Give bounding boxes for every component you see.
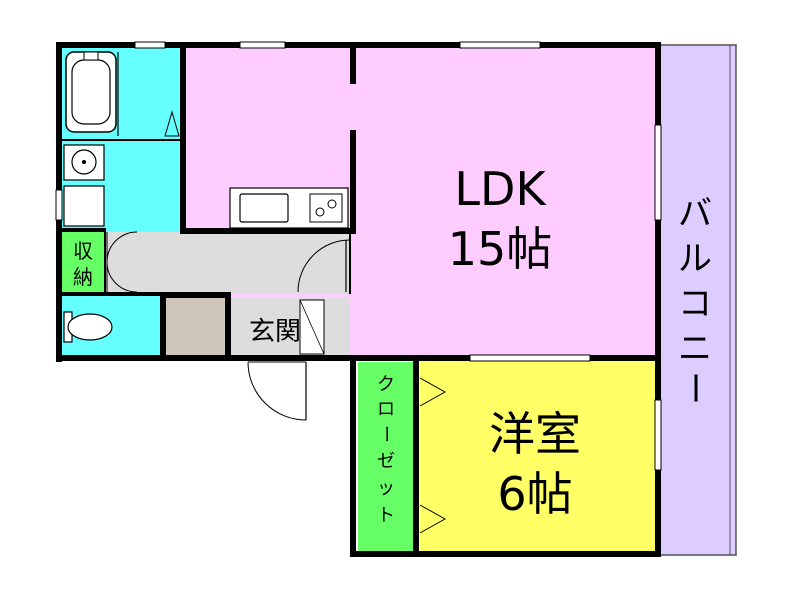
- entrance-area: [228, 298, 350, 356]
- svg-text:バ: バ: [678, 194, 712, 234]
- storage-area: [60, 232, 105, 294]
- hallway-area: [105, 232, 350, 294]
- western-room-name-label: 洋室: [489, 407, 581, 461]
- ldk-name-label: LDK: [454, 162, 547, 216]
- svg-text:コ: コ: [678, 284, 712, 324]
- closet-label: ク ロ ー ゼ ッ ト: [375, 374, 396, 526]
- western-room-area: [420, 360, 658, 555]
- western-room-size-label: 6帖: [497, 467, 572, 521]
- balcony-area: [657, 44, 737, 556]
- washing-machine-icon: [63, 185, 105, 227]
- entrance-label: 玄関: [249, 317, 301, 347]
- svg-text:ロ: ロ: [377, 399, 395, 420]
- svg-text:収: 収: [73, 239, 93, 263]
- svg-text:ト: ト: [377, 505, 395, 526]
- svg-text:ゼ: ゼ: [377, 451, 395, 472]
- storage-label: 収 納: [73, 239, 93, 289]
- svg-text:ニ: ニ: [678, 329, 712, 369]
- shoe-box-area: [165, 298, 225, 356]
- stove-icon: [309, 193, 343, 223]
- kitchen-sink-icon: [239, 193, 289, 223]
- svg-text:ー: ー: [375, 425, 396, 443]
- toilet-icon: [63, 311, 113, 343]
- svg-text:ル: ル: [678, 239, 712, 279]
- ldk-size-label: 15帖: [448, 222, 553, 276]
- ldk-area-lower: [350, 230, 658, 360]
- door-swing-icon: [297, 239, 351, 293]
- closet-area: [358, 362, 416, 552]
- balcony-label: バ ル コ ニ ー: [674, 194, 714, 405]
- svg-text:ー: ー: [674, 371, 714, 405]
- washbasin-icon: [63, 144, 105, 181]
- svg-text:ッ: ッ: [377, 478, 395, 499]
- svg-text:納: 納: [73, 265, 93, 289]
- svg-text:ク: ク: [377, 374, 395, 395]
- bathtub-icon: [65, 51, 117, 133]
